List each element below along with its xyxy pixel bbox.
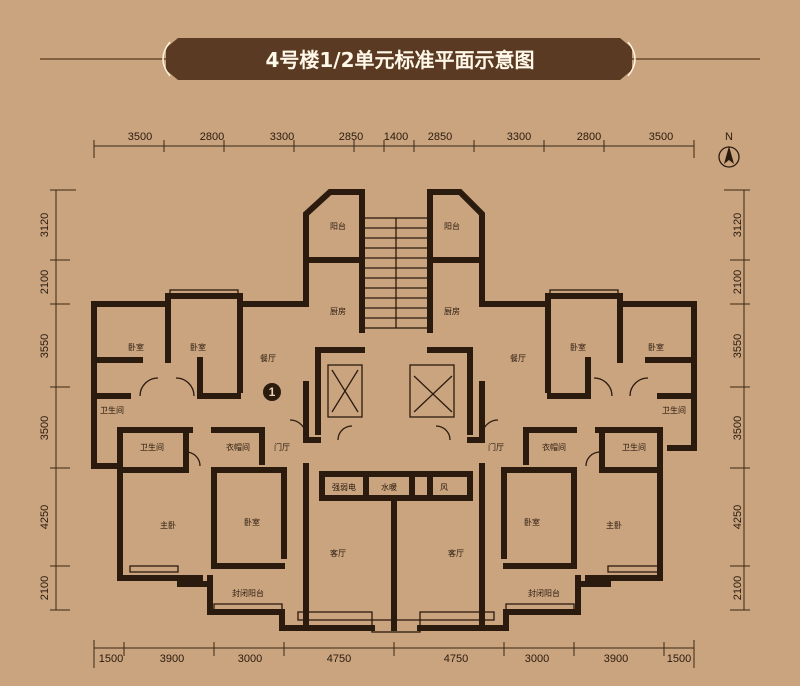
svg-text:3120: 3120	[732, 213, 744, 237]
svg-text:N: N	[725, 131, 733, 143]
svg-text:3500: 3500	[39, 416, 51, 440]
room-water-well: 水暖	[381, 482, 397, 492]
walls	[91, 189, 697, 631]
dimension-top: 3500 2800 3300 2850 1400 2850 3300 2800 …	[93, 131, 695, 158]
room-kitchen-right: 厨房	[444, 306, 460, 316]
room-air-shaft: 风	[440, 483, 448, 492]
svg-text:3500: 3500	[649, 131, 673, 143]
svg-text:3300: 3300	[507, 131, 531, 143]
room-bathroom-r1: 卫生间	[662, 405, 686, 415]
room-bathroom-l1: 卫生间	[100, 405, 124, 415]
svg-text:2800: 2800	[200, 131, 224, 143]
title-banner: 4号楼1/2单元标准平面示意图	[40, 38, 760, 80]
svg-text:3550: 3550	[39, 334, 51, 358]
room-dining-right: 餐厅	[510, 354, 526, 363]
svg-text:1500: 1500	[667, 653, 691, 665]
room-bedroom-r2: 卧室	[570, 342, 586, 352]
room-dining-left: 餐厅	[260, 354, 276, 363]
room-bedroom-l1: 卧室	[128, 342, 144, 352]
svg-text:4750: 4750	[444, 653, 468, 665]
room-electrical: 强弱电	[332, 482, 356, 492]
door-swings	[139, 377, 649, 467]
svg-text:2850: 2850	[339, 131, 363, 143]
north-arrow-icon: N	[718, 131, 740, 168]
svg-text:1400: 1400	[384, 131, 408, 143]
room-bedroom-r3: 卧室	[524, 517, 540, 527]
room-bathroom-l2: 卫生间	[140, 442, 164, 452]
room-balcony-right: 阳台	[444, 221, 460, 231]
svg-text:3900: 3900	[604, 653, 628, 665]
svg-text:3000: 3000	[238, 653, 262, 665]
dimension-bottom: 1500 3900 3000 4750 4750 3000 3900 1500	[93, 640, 695, 668]
room-bathroom-r2: 卫生间	[622, 442, 646, 452]
svg-text:4250: 4250	[39, 505, 51, 529]
svg-text:1: 1	[269, 385, 276, 399]
room-balcony-left: 阳台	[330, 221, 346, 231]
svg-text:1500: 1500	[99, 653, 123, 665]
svg-text:2100: 2100	[732, 270, 744, 294]
room-foyer-right: 门厅	[488, 442, 504, 452]
room-closet-right: 衣帽间	[542, 442, 566, 452]
room-bedroom-l3: 卧室	[244, 517, 260, 527]
room-bedroom-l2: 卧室	[190, 342, 206, 352]
room-living-right: 客厅	[448, 548, 464, 558]
room-enclosed-balcony-left: 封闭阳台	[232, 588, 264, 598]
page-title: 4号楼1/2单元标准平面示意图	[265, 48, 534, 72]
dimension-left: 3120 2100 3550 3500 4250 2100	[39, 189, 76, 611]
room-labels: 阳台 阳台 厨房 厨房 卧室 卧室 卧室 卧室 餐厅 餐厅 卫生间 卫生间 卫生…	[100, 221, 686, 598]
windows	[129, 289, 659, 633]
room-kitchen-left: 厨房	[330, 306, 346, 316]
room-master-left: 主卧	[160, 520, 176, 530]
svg-text:3120: 3120	[39, 213, 51, 237]
room-living-left: 客厅	[330, 548, 346, 558]
svg-text:3300: 3300	[270, 131, 294, 143]
svg-text:2850: 2850	[428, 131, 452, 143]
svg-text:4250: 4250	[732, 505, 744, 529]
svg-text:3900: 3900	[160, 653, 184, 665]
room-bedroom-r1: 卧室	[648, 342, 664, 352]
svg-text:4750: 4750	[327, 653, 351, 665]
room-master-right: 主卧	[606, 520, 622, 530]
svg-text:3500: 3500	[732, 416, 744, 440]
svg-text:2100: 2100	[732, 576, 744, 600]
room-closet-left: 衣帽间	[226, 442, 250, 452]
unit-marker: 1	[263, 383, 281, 401]
dimension-right: 3120 2100 3550 3500 4250 2100	[724, 189, 750, 611]
svg-text:2800: 2800	[577, 131, 601, 143]
svg-text:3500: 3500	[128, 131, 152, 143]
svg-text:3550: 3550	[732, 334, 744, 358]
room-foyer-left: 门厅	[274, 442, 290, 452]
svg-text:2100: 2100	[39, 576, 51, 600]
svg-text:3000: 3000	[525, 653, 549, 665]
room-enclosed-balcony-right: 封闭阳台	[528, 588, 560, 598]
svg-text:2100: 2100	[39, 270, 51, 294]
